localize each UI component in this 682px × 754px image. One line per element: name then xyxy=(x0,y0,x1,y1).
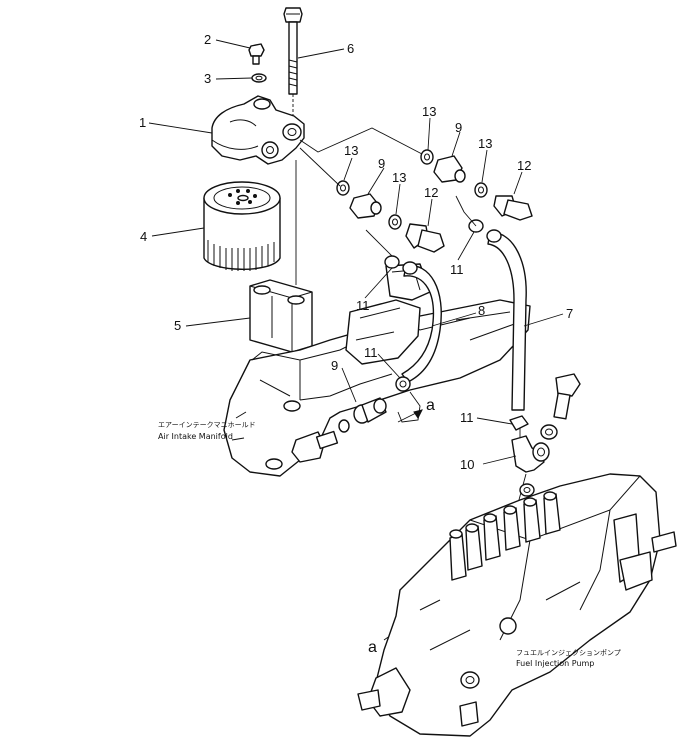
filter-cartridge-part-4 xyxy=(203,181,281,271)
washer-lower xyxy=(519,483,535,497)
callout-2: 2 xyxy=(204,32,211,47)
plug-part-2 xyxy=(248,43,265,65)
washer-part-13-a xyxy=(336,180,350,196)
filter-head-part-1 xyxy=(211,95,305,165)
long-bolt-part-6 xyxy=(283,7,303,285)
callout-9-b: 9 xyxy=(455,120,462,135)
callout-13-a: 13 xyxy=(344,143,358,158)
callout-8: 8 xyxy=(478,303,485,318)
eye-bolt-lower-left xyxy=(291,430,339,463)
clip-part-11-lower xyxy=(509,415,529,431)
fitting-part-9-b xyxy=(433,155,466,183)
spacer-bracket-part-5 xyxy=(249,279,313,353)
banjo-bolt-part-12-b xyxy=(493,195,533,221)
eye-bolt-right xyxy=(540,373,581,440)
arrow-label-a-upper: a xyxy=(426,397,435,414)
washer-part-13-d xyxy=(474,182,488,198)
fuel-hose-part-8 xyxy=(384,255,442,392)
callout-1: 1 xyxy=(139,115,146,130)
pump-caption-jp: フュエルインジェクションポンプ xyxy=(516,649,621,657)
washer-part-13-b xyxy=(388,214,402,230)
callout-11-b: 11 xyxy=(450,262,464,277)
fuel-injection-pump xyxy=(357,473,677,737)
callout-6: 6 xyxy=(347,41,354,56)
pump-caption-en: Fuel Injection Pump xyxy=(516,659,594,668)
callout-4: 4 xyxy=(140,229,147,244)
manifold-caption-jp: エアーインテークマニホールド xyxy=(158,421,256,429)
washer-part-13-c xyxy=(420,149,434,165)
callout-11-d: 11 xyxy=(460,410,474,425)
callout-11-a: 11 xyxy=(356,298,370,313)
callout-13-b: 13 xyxy=(392,170,406,185)
callout-9-c: 9 xyxy=(331,358,338,373)
callout-9-a: 9 xyxy=(378,156,385,171)
fitting-part-9-lower xyxy=(338,397,387,433)
callout-12-b: 12 xyxy=(517,158,531,173)
arrow-label-a-lower: a xyxy=(368,639,377,656)
callout-13-d: 13 xyxy=(478,136,492,151)
callout-3: 3 xyxy=(204,71,211,86)
fuel-hose-part-7 xyxy=(468,219,527,411)
washer-part-3 xyxy=(251,73,267,83)
air-intake-manifold xyxy=(223,263,531,477)
manifold-caption-en: Air Intake Manifold xyxy=(158,432,233,441)
callout-13-c: 13 xyxy=(422,104,436,119)
callout-7: 7 xyxy=(566,306,573,321)
callout-11-c: 11 xyxy=(364,345,378,360)
fitting-part-9-a xyxy=(349,193,382,219)
callout-12-a: 12 xyxy=(424,185,438,200)
arrow-marker-upper xyxy=(397,409,423,423)
callout-10: 10 xyxy=(460,457,474,472)
callout-numbers: 1 2 3 4 5 6 7 8 9 9 9 10 11 11 11 11 12 … xyxy=(139,32,573,472)
banjo-bolt-part-12-a xyxy=(405,223,445,253)
elbow-part-10 xyxy=(511,435,550,473)
callout-leader-lines xyxy=(148,39,564,465)
callout-5: 5 xyxy=(174,318,181,333)
